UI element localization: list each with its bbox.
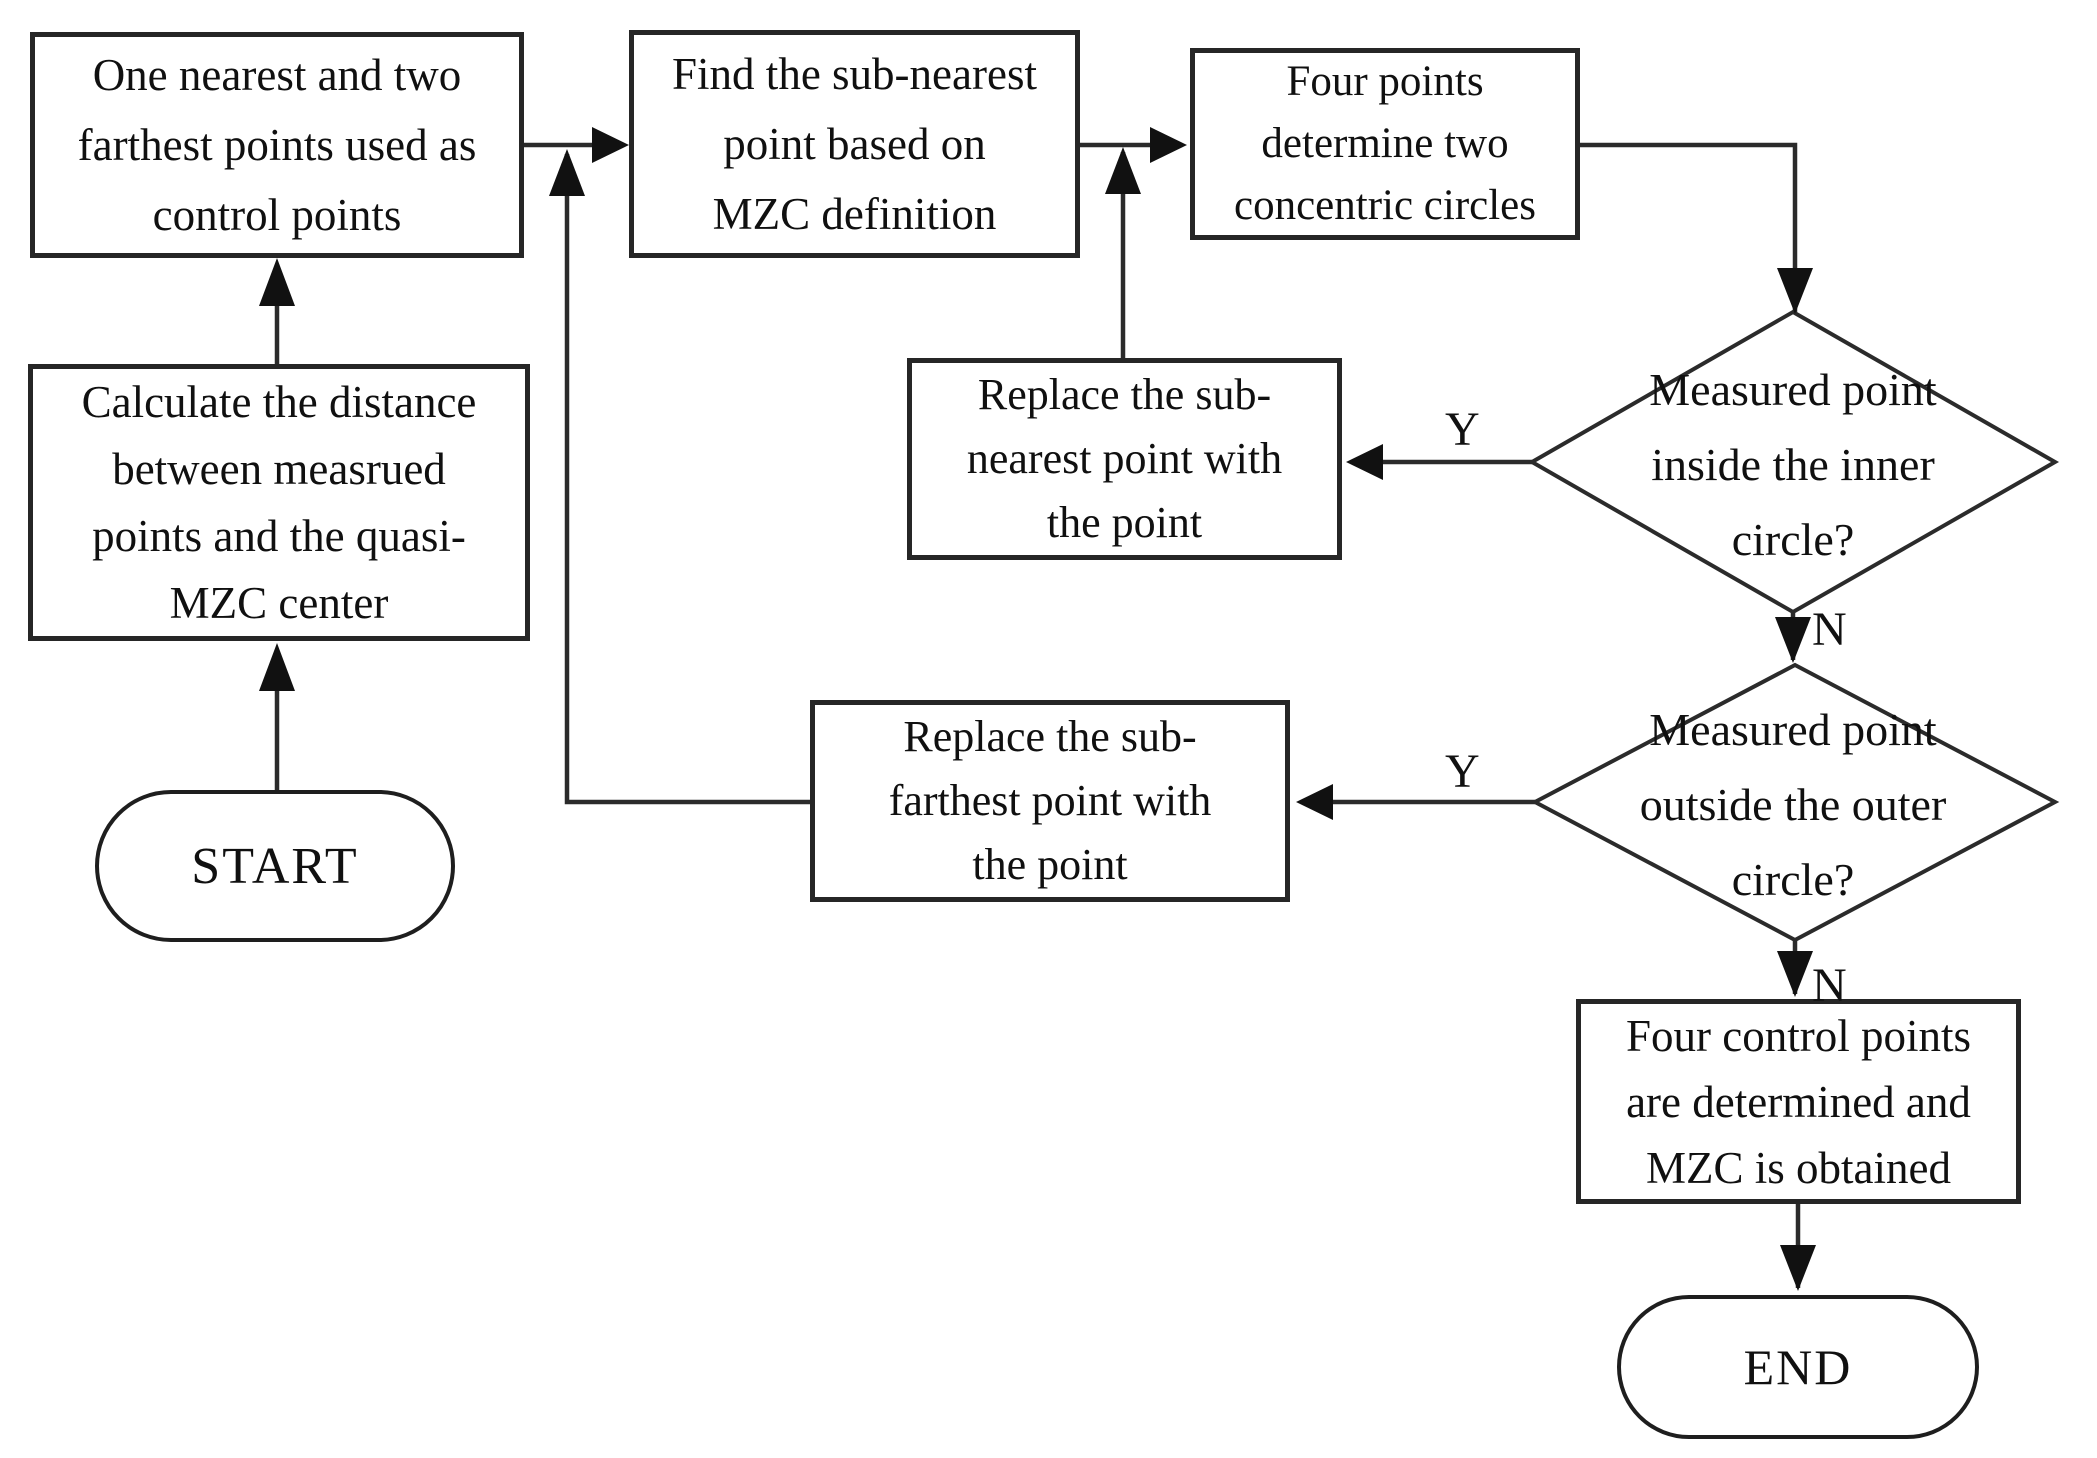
- process-replace-sub-nearest-line3: the point: [1046, 498, 1203, 547]
- decision-outer-circle-label: Measured point outside the outer circle?: [1603, 692, 1983, 917]
- terminal-start: START: [95, 790, 455, 942]
- arrowhead-right-into-fourpoints: [1150, 127, 1187, 163]
- process-result-mzc-obtained-line2: are determined and: [1626, 1076, 1971, 1127]
- arrowhead-left-into-replace-farthest: [1296, 784, 1333, 820]
- decision-inner-circle-line3: circle?: [1731, 514, 1855, 565]
- arrowhead-down-into-result: [1777, 951, 1813, 997]
- process-four-points-circles-line1: Four points: [1286, 58, 1484, 105]
- process-replace-sub-farthest-line3: the point: [972, 840, 1128, 889]
- decision-outer-circle-line3: circle?: [1731, 854, 1855, 905]
- arrowhead-up-feedback-nearest: [1105, 147, 1141, 194]
- process-four-points-circles-line3: concentric circles: [1233, 182, 1536, 229]
- process-four-points-circles: Four points determine two concentric cir…: [1190, 48, 1580, 240]
- decision-outer-circle-shape: [1530, 662, 2060, 943]
- process-replace-sub-farthest-line1: Replace the sub-: [903, 712, 1197, 761]
- process-result-mzc-obtained-line3: MZC is obtained: [1646, 1142, 1951, 1193]
- process-find-sub-nearest: Find the sub-nearest point based on MZC …: [629, 30, 1080, 258]
- terminal-start-label: START: [191, 837, 359, 895]
- process-four-points-circles-line2: determine two: [1261, 120, 1509, 167]
- process-calculate-distance: Calculate the distance between measrued …: [28, 364, 530, 641]
- arrowhead-up-into-control: [259, 258, 295, 306]
- edge-fourpoints-to-inner-diamond: [1580, 142, 1798, 312]
- process-control-points-line2: farthest points used as: [77, 120, 477, 170]
- process-result-mzc-obtained: Four control points are determined and M…: [1576, 999, 2021, 1204]
- arrowhead-down-into-inner-diamond: [1777, 268, 1813, 314]
- terminal-end-label: END: [1743, 1339, 1853, 1395]
- process-calculate-distance-line3: points and the quasi-: [92, 510, 466, 561]
- process-replace-sub-farthest: Replace the sub- farthest point with the…: [810, 700, 1290, 902]
- branch-label-inner-no: N: [1812, 603, 1847, 656]
- process-replace-sub-nearest: Replace the sub- nearest point with the …: [907, 358, 1342, 560]
- process-result-mzc-obtained-line1: Four control points: [1626, 1010, 1971, 1061]
- arrowhead-right-into-find: [592, 127, 629, 163]
- process-calculate-distance-line1: Calculate the distance: [81, 376, 477, 427]
- arrowhead-down-into-outer-diamond: [1775, 617, 1811, 663]
- process-find-sub-nearest-line1: Find the sub-nearest: [672, 49, 1037, 99]
- branch-label-outer-yes: Y: [1445, 745, 1480, 798]
- process-find-sub-nearest-line3: MZC definition: [712, 189, 997, 239]
- process-replace-sub-nearest-line2: nearest point with: [966, 434, 1283, 483]
- process-replace-sub-nearest-line1: Replace the sub-: [977, 370, 1272, 419]
- branch-label-inner-yes: Y: [1445, 403, 1480, 456]
- decision-inner-circle-shape: [1527, 309, 2060, 615]
- arrowhead-up-feedback-farthest: [549, 149, 585, 196]
- edge-replace-farthest-feedback: [564, 154, 810, 805]
- process-calculate-distance-line4: MZC center: [169, 577, 389, 628]
- process-control-points-line1: One nearest and two: [92, 50, 462, 100]
- decision-inner-circle-label: Measured point inside the inner circle?: [1603, 352, 1983, 577]
- terminal-end: END: [1617, 1295, 1979, 1439]
- process-calculate-distance-line2: between measrued: [112, 443, 446, 494]
- arrowhead-up-into-calculate: [259, 643, 295, 691]
- decision-inner-circle-line2: inside the inner: [1651, 439, 1935, 490]
- process-control-points: One nearest and two farthest points used…: [30, 32, 524, 258]
- process-control-points-line3: control points: [152, 190, 402, 240]
- decision-outer-circle-line1: Measured point: [1649, 704, 1937, 755]
- arrowhead-left-into-replace-nearest: [1346, 444, 1383, 480]
- branch-label-outer-no: N: [1812, 959, 1847, 1012]
- decision-outer-circle-line2: outside the outer: [1639, 779, 1947, 830]
- arrowhead-down-into-end: [1780, 1245, 1816, 1291]
- decision-inner-circle-line1: Measured point: [1649, 364, 1937, 415]
- process-replace-sub-farthest-line2: farthest point with: [888, 776, 1212, 825]
- process-find-sub-nearest-line2: point based on: [723, 119, 986, 169]
